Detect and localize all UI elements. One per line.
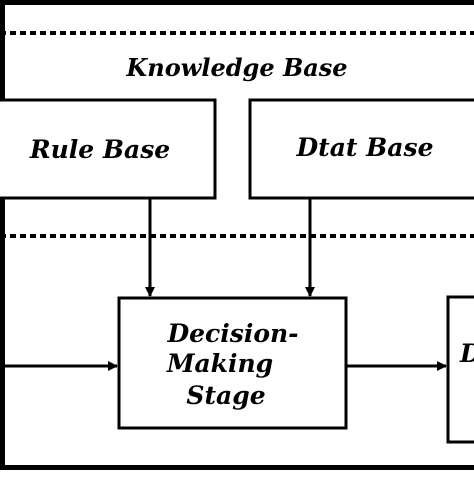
decision-stage-line-1: Decision- [166, 319, 298, 348]
decision-stage-line-3: Stage [186, 381, 265, 410]
rule-base-label: Rule Base [29, 135, 170, 164]
output-box-partial [448, 297, 474, 442]
data-base-label: Dtat Base [296, 133, 434, 162]
decision-stage-line-2: Making [166, 349, 273, 378]
knowledge-base-title: Knowledge Base [125, 53, 347, 82]
output-box-partial-label: D [459, 339, 474, 368]
